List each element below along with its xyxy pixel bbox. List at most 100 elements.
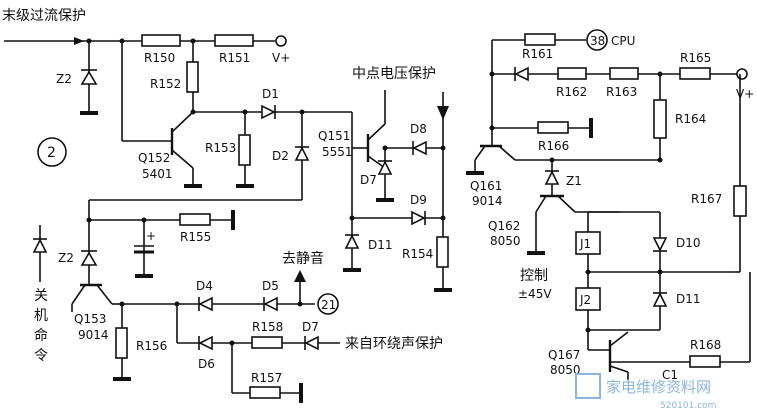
z2-label-top: Z2 [56, 72, 72, 86]
r166-label: R166 [538, 139, 569, 153]
resistor-r158 [251, 336, 283, 349]
node21-circle [317, 293, 339, 315]
d8-label: D8 [410, 122, 427, 136]
surround-label: 来自环绕声保护 [345, 336, 443, 352]
resistor-r155 [179, 213, 211, 226]
resistor-r154 [436, 236, 449, 268]
q153-type: 9014 [78, 328, 109, 342]
vplus-terminal-2 [736, 68, 748, 80]
q161-type: 9014 [472, 194, 503, 208]
section-number: 2 [47, 145, 56, 161]
resistor-r165 [679, 67, 711, 80]
diode-d6 [198, 335, 213, 351]
junction [489, 71, 495, 77]
midpoint-arrow-icon [437, 106, 449, 120]
diode-d11-right [652, 292, 668, 307]
wire [535, 195, 547, 213]
diode-d2 [294, 146, 310, 161]
cpu-label: CPU [611, 34, 635, 48]
r168-label: R168 [690, 338, 721, 352]
diode-d9 [411, 210, 426, 226]
resistor-r162 [557, 67, 587, 80]
d11-label-right: D11 [676, 292, 701, 306]
r158-label: R158 [252, 320, 283, 334]
vplus-terminal-1 [275, 35, 287, 47]
junction [585, 269, 591, 275]
r156-label: R156 [136, 339, 167, 353]
q152-label: Q152 [138, 151, 170, 165]
watermark-url: 520101.com [660, 401, 716, 411]
junction [440, 145, 446, 151]
r163-label: R163 [606, 85, 637, 99]
watermark-logo-icon [575, 373, 601, 399]
diode-d10 [652, 237, 668, 252]
diode-d11-left [344, 234, 360, 249]
r161-label: R161 [522, 47, 553, 61]
junction [657, 269, 663, 275]
mute-arrow-icon [294, 270, 306, 282]
j1-label: J1 [579, 237, 591, 251]
resistor-r151 [214, 34, 254, 47]
shutdown-char-2: 机 [34, 308, 48, 324]
d7-label-top: D7 [360, 173, 377, 187]
r154-label: R154 [402, 247, 433, 261]
shutdown-char-4: 令 [34, 348, 48, 364]
zener-z2-top [80, 70, 98, 85]
r153-label: R153 [205, 141, 236, 155]
d5-label: D5 [262, 279, 279, 293]
vplus-label-2: V+ [736, 87, 754, 101]
watermark-text: 家电维修资料网 [606, 378, 711, 396]
zener-d7 [377, 160, 393, 175]
resistor-r152 [186, 61, 199, 93]
q151-type: 5551 [322, 145, 353, 159]
d11-label-left: D11 [368, 238, 393, 252]
control-label: 控制 [520, 268, 548, 284]
cpu-pin-label: 38 [590, 34, 605, 48]
r162-label: R162 [556, 85, 587, 99]
d4-label: D4 [196, 279, 213, 293]
q153-label: Q153 [74, 312, 106, 326]
cap-polarity: + [146, 229, 156, 243]
shutdown-char-3: 命 [34, 327, 48, 344]
d9-label: D9 [410, 193, 427, 207]
diode-shutdown [32, 238, 48, 253]
node21-label: 21 [321, 298, 336, 312]
r155-label: R155 [180, 230, 211, 244]
z1-label: Z1 [566, 174, 582, 188]
wire [71, 284, 86, 305]
q152-type: 5401 [142, 167, 173, 181]
diode-d4 [198, 296, 213, 312]
resistor-r150 [141, 34, 181, 47]
section-circle [37, 137, 67, 167]
resistor-r166 [537, 121, 569, 134]
r152-label: R152 [150, 77, 181, 91]
wire [557, 195, 576, 213]
d1-label: D1 [262, 87, 279, 101]
input-arrow-icon [74, 37, 84, 45]
junction [585, 327, 591, 333]
r167-label: R167 [691, 192, 722, 206]
wire [367, 123, 386, 141]
q167-type: 8050 [550, 363, 581, 377]
resistor-r161 [524, 33, 556, 46]
diode-d8 [412, 140, 427, 156]
wire [171, 111, 194, 133]
r165-label: R165 [680, 51, 711, 65]
diode-d5 [263, 296, 278, 312]
q161-label: Q161 [470, 179, 502, 193]
zener-z1 [544, 170, 560, 185]
diode-rail [514, 66, 529, 82]
midpoint-voltage-label: 中点电压保护 [352, 66, 436, 82]
wire [609, 365, 629, 373]
c1-label: C1 [662, 368, 678, 382]
control-voltage-label: ±45V [518, 287, 552, 301]
wire [609, 331, 629, 347]
r151-label: R151 [219, 51, 250, 65]
cpu-pin-circle [586, 29, 608, 51]
wire [171, 149, 194, 169]
diode-d7-bottom [304, 335, 319, 351]
r157-label: R157 [251, 371, 282, 385]
d2-label: D2 [272, 149, 289, 163]
resistor-r168 [689, 355, 721, 368]
